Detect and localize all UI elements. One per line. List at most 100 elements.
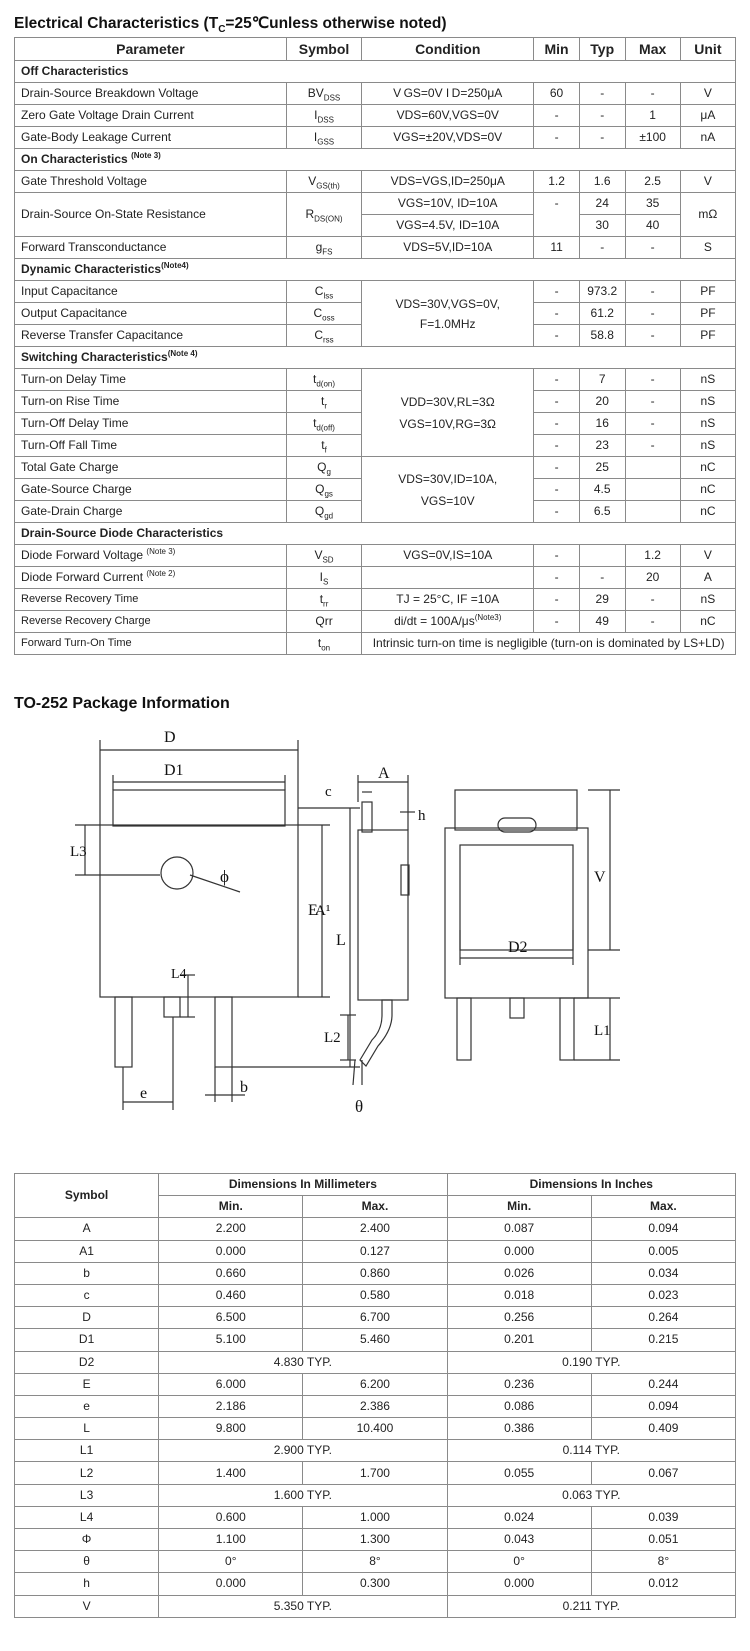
section-switching: Switching Characteristics(Note 4) — [14, 346, 736, 369]
min-cell: 1.2 — [533, 170, 580, 193]
section-row: Drain-Source Diode Characteristics — [14, 522, 736, 545]
dim-mm-min-cell: 0.600 — [158, 1505, 304, 1530]
symbol-cell: Qrr — [285, 610, 363, 633]
dim-in-min-cell: 0.024 — [446, 1505, 592, 1530]
table-row: Reverse Recovery Charge Qrr di/dt = 100A… — [14, 610, 737, 633]
symbol-cell: trr — [285, 588, 363, 611]
back-lead-right — [559, 997, 575, 1061]
typ-cell: - — [578, 126, 626, 149]
max-cell — [624, 500, 681, 523]
symbol-cell: BVDSS — [285, 82, 363, 105]
electrical-title: Electrical Characteristics (TC=25℃unless… — [14, 15, 447, 36]
dims-subheader-row: Min. Max. Min. Max. — [15, 1195, 737, 1219]
condition-cell: TJ = 25°C, IF =10A — [361, 588, 535, 611]
param-cell: Gate Threshold Voltage — [14, 170, 287, 193]
symbol-cell: tr — [285, 390, 363, 413]
table-header-row: Parameter Symbol Condition Min Typ Max U… — [14, 37, 737, 61]
dim-mm-min-cell: 6.000 — [158, 1372, 304, 1396]
dim-mm-min-cell: 0.460 — [158, 1283, 304, 1308]
condition-cell: V GS=0V I D=250μA — [361, 82, 535, 105]
dim-in-max-cell: 0.034 — [590, 1261, 737, 1285]
side-notch — [400, 864, 410, 896]
unit-cell: nS — [679, 412, 737, 435]
dim-in-max-cell: 0.094 — [590, 1394, 737, 1419]
header-condition: Condition — [361, 37, 535, 61]
max-cell: - — [624, 412, 681, 435]
condition-cell — [361, 566, 535, 589]
dim-symbol-cell: A — [13, 1217, 160, 1241]
dim-in-min-cell: 0.201 — [446, 1328, 592, 1352]
min-cell: - — [533, 456, 580, 479]
label-L2: L2 — [324, 1030, 341, 1046]
dim-in-typ-cell: 0.063 TYP. — [446, 1483, 737, 1507]
typ-cell: 16 — [578, 412, 626, 435]
max-cell: - — [624, 280, 681, 303]
max-cell: - — [624, 302, 681, 325]
dim-symbol-cell: c — [13, 1283, 160, 1308]
table-row: Gate-Source Charge Qgs - 4.5 nC — [14, 478, 737, 501]
unit-cell: nS — [679, 368, 737, 391]
header-mm-min: Min. — [158, 1195, 304, 1219]
dim-mm-min-cell: 0.000 — [158, 1239, 304, 1263]
max-cell: - — [624, 610, 681, 633]
header-typ: Typ — [578, 37, 626, 61]
back-lead-left — [456, 997, 472, 1061]
dim-mm-min-cell: 5.100 — [158, 1328, 304, 1352]
package-drawing: D D1 L3 ϕ E L L4 e b A c h A¹ L2 θ — [70, 730, 620, 1116]
theta-line-a — [352, 1059, 356, 1086]
label-E: E — [308, 902, 318, 919]
min-cell: - — [533, 566, 580, 589]
typ-cell: - — [578, 82, 626, 105]
unit-cell: V — [679, 544, 737, 567]
dim-symbol-cell: V — [13, 1594, 160, 1618]
label-L: L — [336, 932, 346, 949]
dim-mm-max-cell: 0.127 — [302, 1239, 448, 1263]
table-row: VGS=4.5V, ID=10A 30 40 — [15, 214, 736, 237]
table-row: Diode Forward Current (Note 2) IS - - 20… — [14, 566, 737, 589]
max-cell: 35 — [624, 192, 681, 215]
param-cell: Turn-Off Fall Time — [14, 434, 287, 457]
param-cell: Gate-Source Charge — [14, 478, 287, 501]
section-off: Off Characteristics — [14, 60, 736, 83]
unit-cell: μA — [679, 104, 737, 127]
dim-mm-typ-cell: 5.350 TYP. — [158, 1594, 448, 1618]
max-cell: 40 — [624, 214, 681, 237]
param-cell: Gate-Drain Charge — [14, 500, 287, 523]
dim-in-max-cell: 0.005 — [590, 1239, 737, 1263]
side-lead — [359, 999, 393, 1067]
param-cell: Turn-on Rise Time — [14, 390, 287, 413]
table-row: Drain-Source On-State Resistance RDS(ON)… — [14, 192, 737, 237]
min-cell: - — [533, 500, 580, 523]
dim-mm-min-cell: 2.186 — [158, 1394, 304, 1419]
param-cell: Input Capacitance — [14, 280, 287, 303]
max-cell — [624, 456, 681, 479]
symbol-cell: Coss — [285, 302, 363, 325]
table-row: Gate-Body Leakage Current IGSS VGS=±20V,… — [14, 126, 737, 149]
back-lead-middle — [509, 997, 525, 1019]
param-cell: Reverse Recovery Time — [14, 588, 287, 611]
symbol-cell: IS — [285, 566, 363, 589]
header-symbol: Symbol — [285, 37, 363, 61]
typ-cell: 6.5 — [578, 500, 626, 523]
typ-cell: 7 — [578, 368, 626, 391]
header-mm: Dimensions In Millimeters — [158, 1172, 448, 1197]
dim-mm-max-cell: 1.000 — [302, 1505, 448, 1530]
dim-mm-max-cell: 2.400 — [302, 1217, 448, 1241]
dim-in-typ-cell: 0.211 TYP. — [446, 1594, 737, 1618]
dim-mm-max-cell: 0.580 — [302, 1283, 448, 1308]
dim-in-max-cell: 0.039 — [590, 1505, 737, 1530]
front-lead-middle — [163, 996, 181, 1018]
label-A1: A¹ — [315, 903, 330, 919]
header-symbol: Symbol — [13, 1172, 160, 1219]
dim-in-max-cell: 0.094 — [590, 1217, 737, 1241]
typ-cell: 973.2 — [578, 280, 626, 303]
min-cell: - — [533, 478, 580, 501]
table-row: Drain-Source Breakdown Voltage BVDSS V G… — [14, 82, 737, 105]
label-A: A — [378, 765, 390, 782]
label-D1: D1 — [164, 762, 184, 779]
